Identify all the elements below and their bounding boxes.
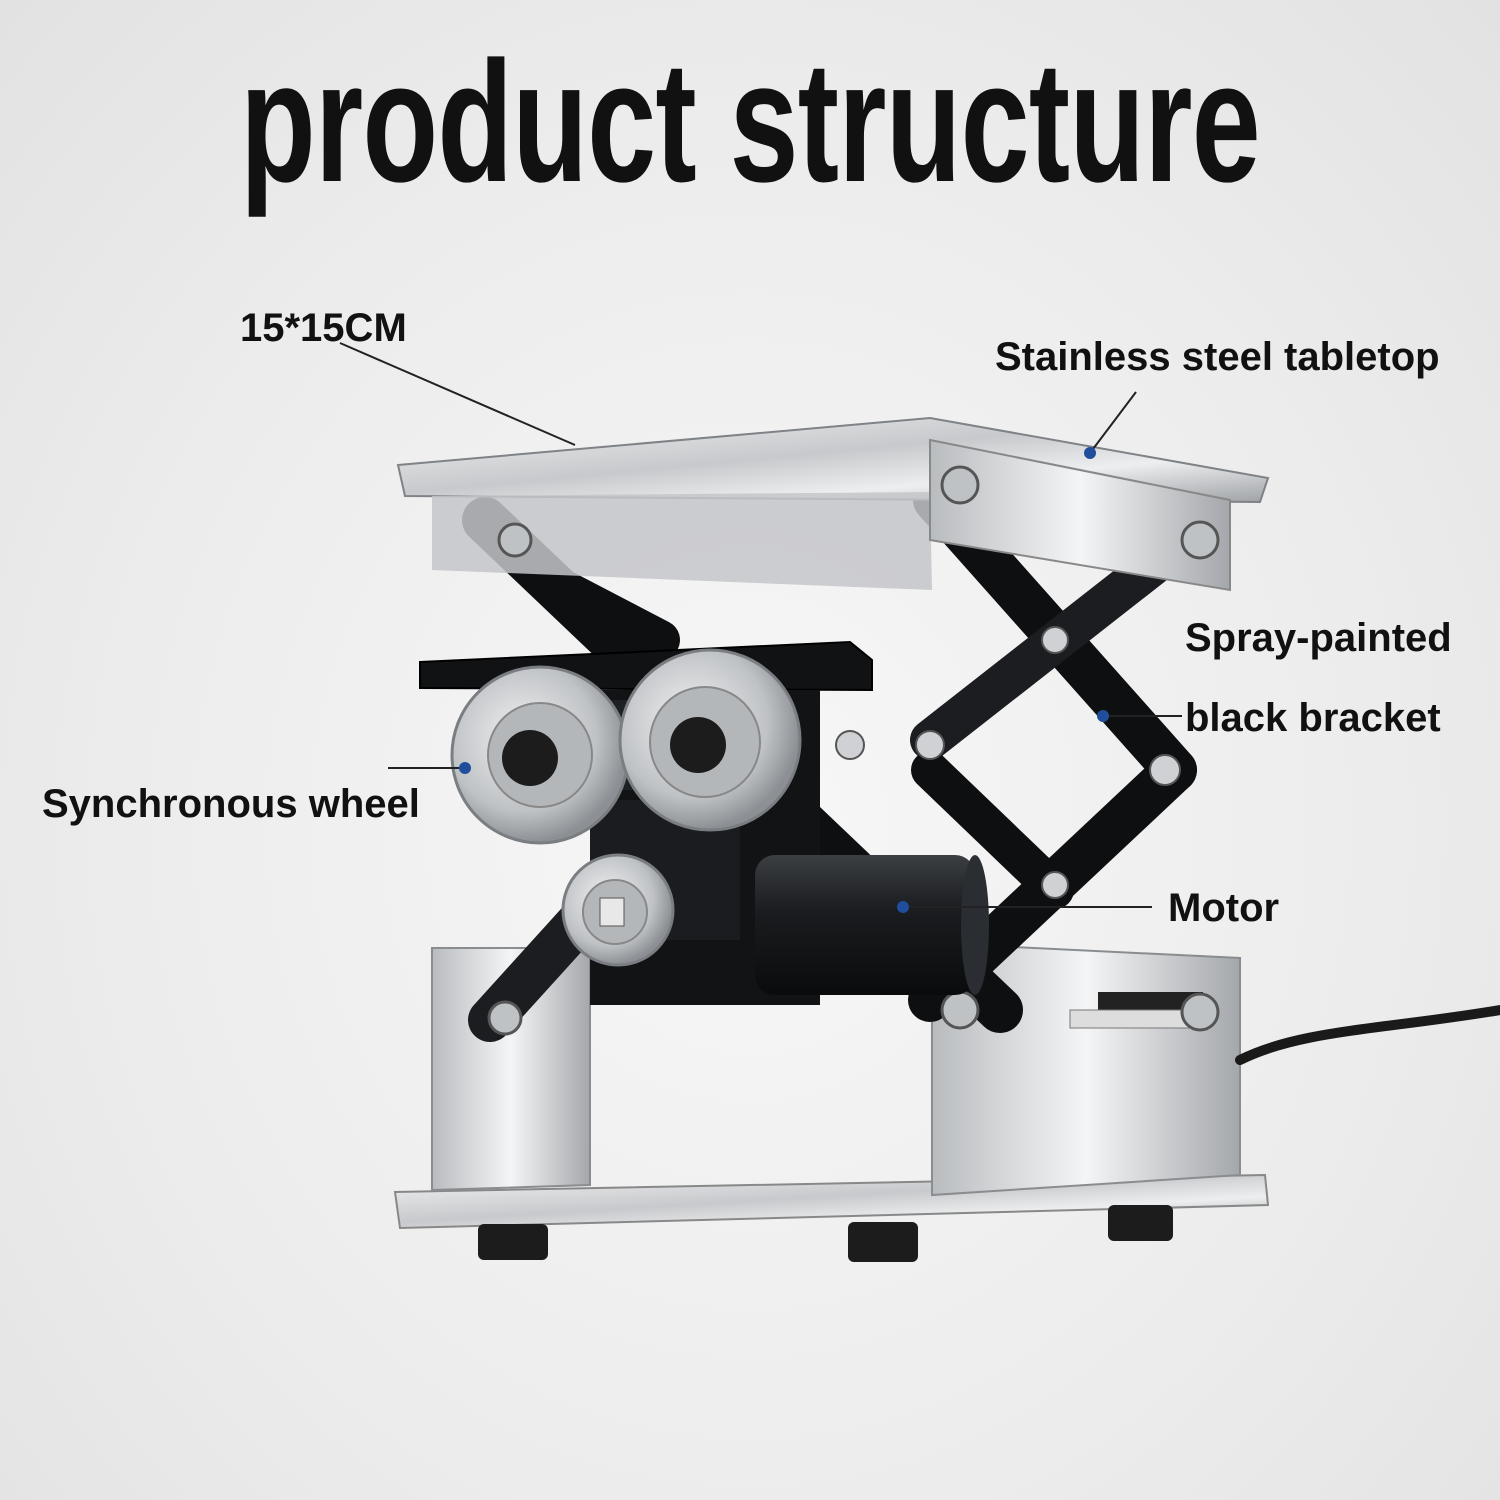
bolt-icon xyxy=(497,522,533,558)
wheel-label: Synchronous wheel xyxy=(42,782,420,826)
bolts xyxy=(487,465,1220,1036)
page-title: product structure xyxy=(240,26,1261,218)
bolt-icon xyxy=(835,730,865,760)
bolt-icon xyxy=(1041,871,1069,899)
power-cable xyxy=(1235,1005,1500,1065)
motor-label: Motor xyxy=(1168,886,1280,930)
bolt-icon xyxy=(915,730,945,760)
tabletop-label: Stainless steel tabletop xyxy=(995,335,1440,379)
foot-icon xyxy=(478,1224,548,1260)
bolt-icon xyxy=(1180,992,1220,1032)
bolt-icon xyxy=(940,465,980,505)
stainless-tabletop xyxy=(396,416,1270,592)
leader-lines xyxy=(339,342,1182,908)
bolt-icon xyxy=(1041,626,1069,654)
base-plate xyxy=(393,1173,1270,1262)
size-label: 15*15CM xyxy=(240,306,407,350)
bolt-icon xyxy=(1149,754,1181,786)
bolt-icon xyxy=(1180,520,1220,560)
bracket-label-line1: Spray-painted xyxy=(1185,616,1452,660)
foot-icon xyxy=(1108,1205,1173,1241)
bolt-icon xyxy=(487,1000,523,1036)
synchronous-wheels xyxy=(450,648,802,967)
wheel-icon xyxy=(561,853,675,967)
motor-icon xyxy=(755,855,989,995)
wheel-icon xyxy=(618,648,802,832)
bolt-icon xyxy=(940,990,980,1030)
leader-dots xyxy=(459,447,1109,913)
foot-icon xyxy=(848,1222,918,1262)
bracket-label-line2: black bracket xyxy=(1185,696,1441,740)
wheel-icon xyxy=(450,665,630,845)
